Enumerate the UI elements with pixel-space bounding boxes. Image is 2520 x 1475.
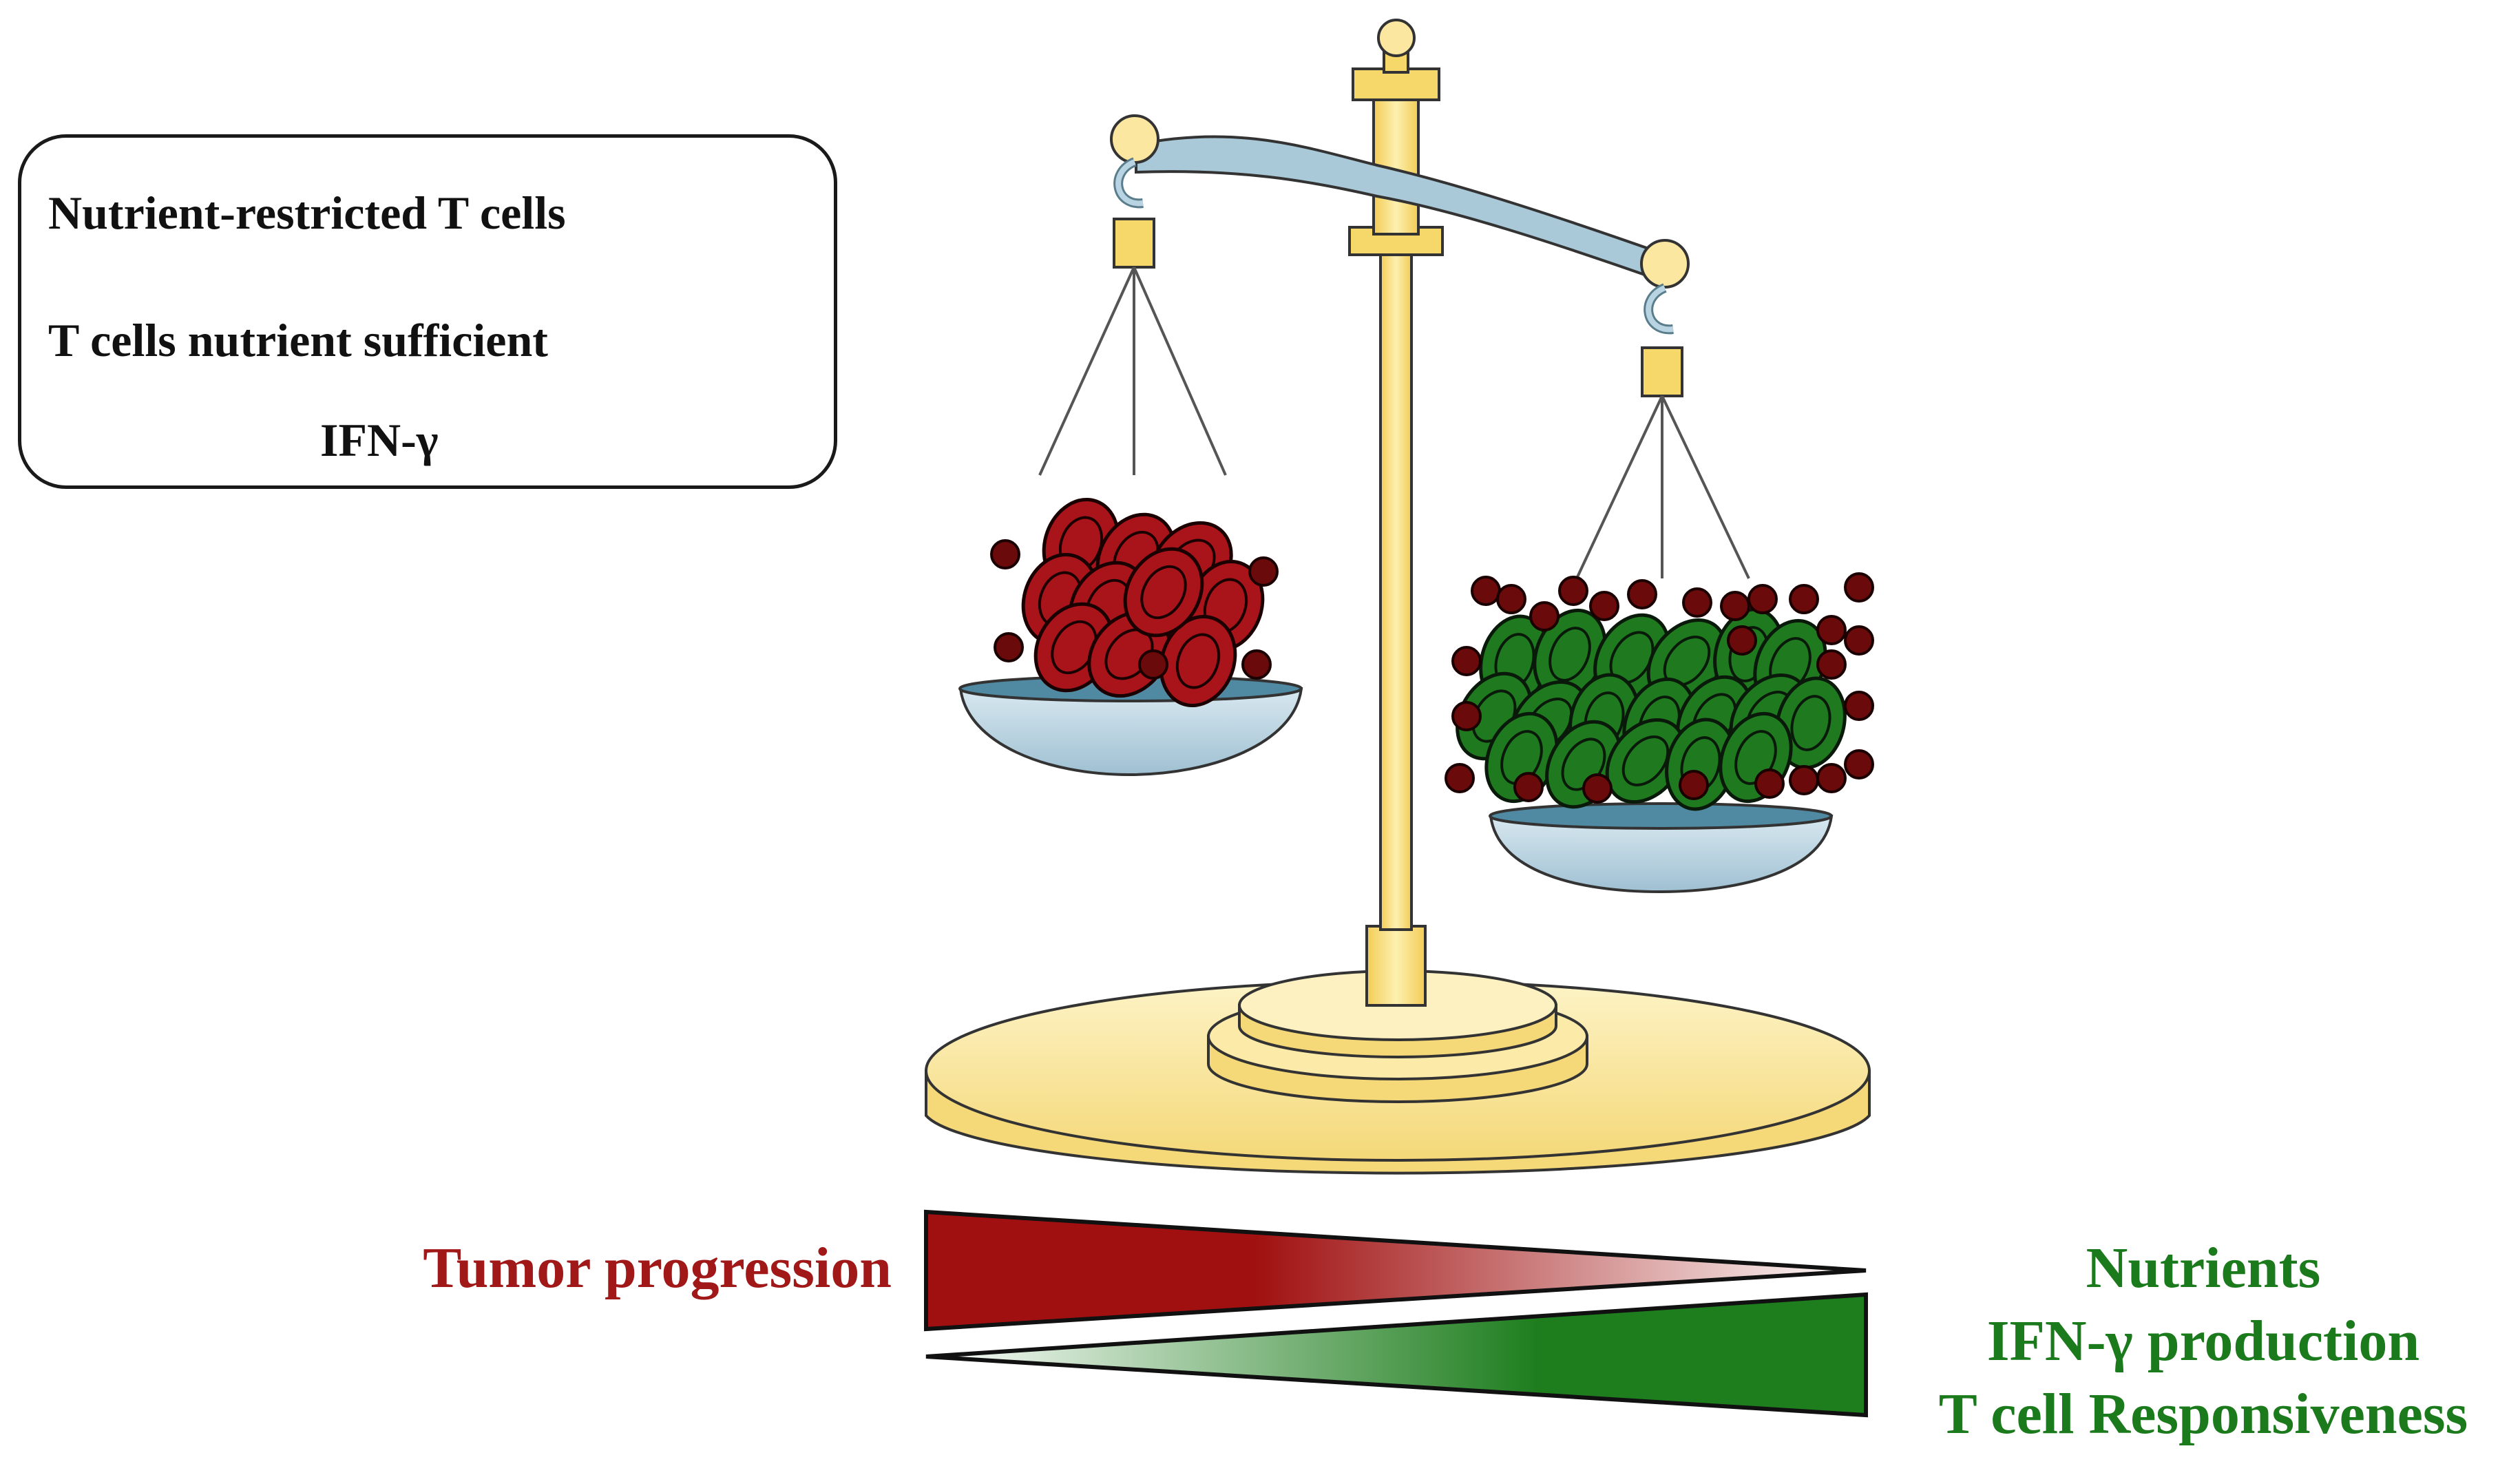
ifn-gamma-dot xyxy=(990,539,1020,569)
ifn-gamma-dot xyxy=(1789,584,1819,614)
ifn-gamma-dot xyxy=(1816,763,1847,793)
tumor-progression-wedge xyxy=(924,1209,1867,1332)
nutrient-wedge xyxy=(925,1292,1868,1418)
ifn-gamma-dot xyxy=(1754,768,1785,799)
legend-box xyxy=(18,134,837,489)
ifn-gamma-dot xyxy=(1844,749,1874,780)
ifn-gamma-dot xyxy=(1582,773,1613,804)
ifn-production-label: IFN-γ production xyxy=(1986,1309,2420,1373)
nutrient-sufficient-cell-pile xyxy=(1456,607,1847,811)
ifn-gamma-dots xyxy=(990,539,1874,804)
right-labels: Nutrients IFN-γ production T cell Respon… xyxy=(1887,1239,2520,1458)
ifn-gamma-dot xyxy=(1451,701,1482,731)
t-cell xyxy=(1123,547,1204,638)
ifn-gamma-dot xyxy=(1816,615,1847,645)
right-pan-assembly xyxy=(1489,283,1834,894)
ifn-gamma-dot xyxy=(1445,763,1475,793)
ifn-gamma-dot xyxy=(1451,646,1482,676)
t-cell xyxy=(1159,614,1237,708)
ifn-gamma-dot xyxy=(1789,765,1819,795)
ifn-gamma-dot xyxy=(1248,556,1279,587)
t-cell-responsiveness-label: T cell Responsiveness xyxy=(1938,1382,2468,1446)
ifn-gamma-dot xyxy=(1496,584,1526,614)
gradient-wedges xyxy=(924,1209,1868,1418)
ifn-gamma-dot xyxy=(1844,572,1874,603)
ifn-gamma-dot xyxy=(1471,576,1501,606)
ifn-gamma-dot xyxy=(1627,579,1657,609)
legend-label-ifn-gamma: IFN-γ xyxy=(320,414,439,466)
ifn-gamma-dot xyxy=(1679,770,1709,800)
nutrients-label: Nutrients xyxy=(2086,1236,2321,1300)
ifn-gamma-dot xyxy=(1529,601,1560,631)
ifn-gamma-dot xyxy=(994,632,1024,662)
ifn-gamma-dot xyxy=(1720,591,1750,621)
ifn-gamma-dot xyxy=(1589,591,1619,621)
ifn-gamma-dot xyxy=(1558,576,1588,606)
ifn-gamma-dot xyxy=(1241,649,1272,680)
legend-label-nutrient-restricted: Nutrient-restricted T cells xyxy=(48,187,566,239)
ifn-gamma-dot xyxy=(1682,587,1712,618)
ifn-gamma-dot xyxy=(1138,649,1168,680)
ifn-gamma-dot xyxy=(1727,625,1757,656)
scale-beam xyxy=(1110,114,1690,289)
ifn-gamma-dot xyxy=(1816,649,1847,680)
ifn-gamma-dot xyxy=(1513,772,1544,802)
ifn-gamma-dot xyxy=(1844,691,1874,721)
ifn-gamma-dot xyxy=(1747,584,1778,614)
ifn-gamma-dot xyxy=(1844,625,1874,656)
tumor-progression-label: Tumor progression xyxy=(423,1236,892,1300)
scale-pillar xyxy=(1348,19,1444,1007)
legend-label-nutrient-sufficient: T cells nutrient sufficient xyxy=(48,314,548,366)
